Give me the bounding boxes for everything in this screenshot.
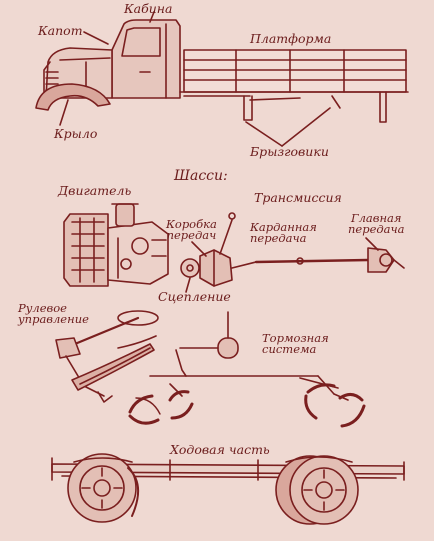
final-drive: [367, 247, 395, 273]
cabin-window: [121, 27, 161, 57]
engine-illustration: [63, 203, 169, 287]
running-gear-illustration: [51, 453, 405, 525]
wheel-front: [67, 453, 137, 523]
mudflap-rear: [379, 91, 387, 123]
label-running-gear: Ходовая часть: [170, 442, 270, 457]
brake-illustration: [128, 311, 366, 428]
label-platform: Платформа: [250, 31, 332, 46]
truck-illustration: [35, 11, 409, 147]
clutch: [180, 258, 200, 278]
label-clutch: Сцепление: [158, 289, 231, 304]
gear-lever: [219, 219, 233, 255]
truck-fender: [35, 83, 111, 111]
wheel-rear: [289, 455, 359, 525]
label-final-drive: Главная передача: [348, 211, 405, 236]
label-chassis: Шасси:: [174, 168, 228, 184]
label-gearbox: Коробка передач: [166, 217, 217, 242]
label-cardan: Карданная передача: [250, 220, 317, 245]
cardan-shaft: [254, 258, 370, 264]
steering-illustration: [55, 310, 159, 403]
label-transmission: Трансмиссия: [254, 190, 342, 205]
label-brake-system: Тормозная система: [262, 331, 329, 356]
label-steering: Рулевое управление: [18, 301, 89, 326]
label-mudflaps: Брызговики: [250, 144, 329, 159]
transmission-illustration: [180, 212, 405, 293]
truck-platform: [183, 49, 407, 93]
label-fender: Крыло: [54, 126, 98, 141]
brake-shoe: [128, 394, 154, 414]
label-hood: Капот: [38, 23, 83, 38]
label-engine: Двигатель: [58, 183, 132, 198]
truck-cabin: [111, 19, 181, 99]
steering-wheel: [117, 310, 159, 326]
label-cabin: Кабина: [124, 1, 173, 16]
mudflap-front: [243, 95, 253, 121]
brake-chamber: [217, 337, 239, 359]
